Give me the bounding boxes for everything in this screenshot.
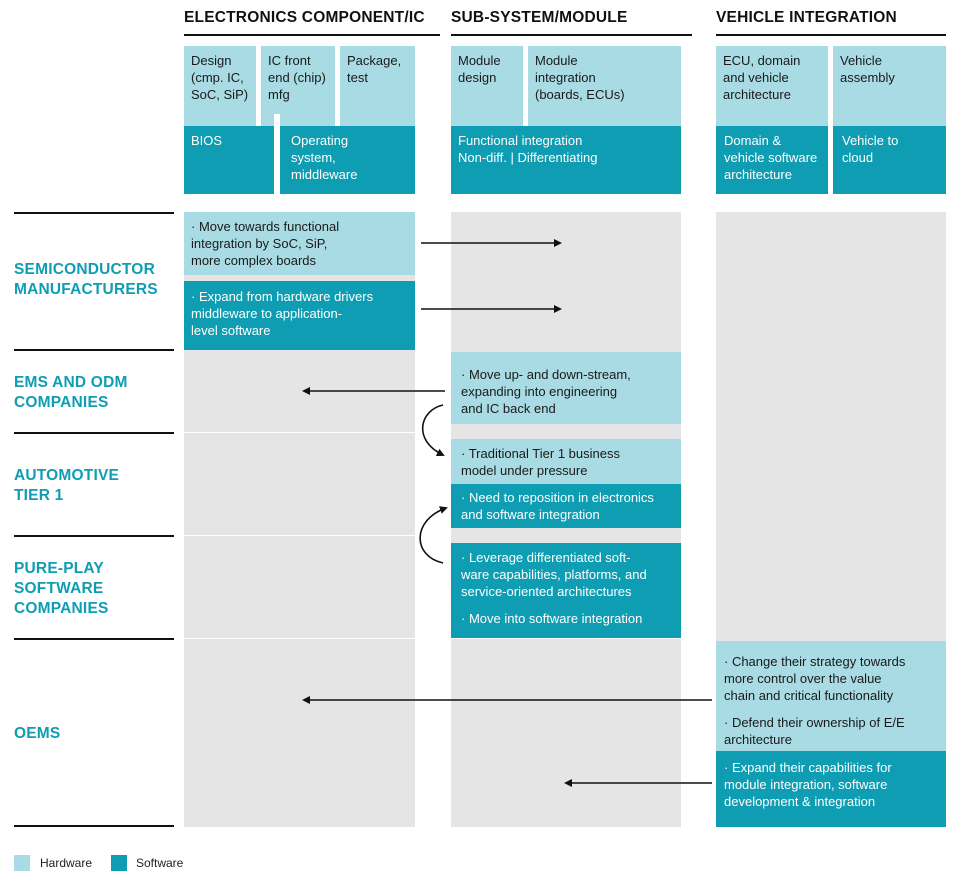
note-pureplay-software-2: · Move into software integration: [461, 611, 643, 626]
note-pureplay-software-1: · Leverage differentiated soft- ware cap…: [461, 550, 647, 599]
row-rule: [14, 349, 174, 351]
hardware-connector-gap: [335, 114, 340, 126]
row-label-ems-odm: EMS AND ODM COMPANIES: [14, 374, 128, 411]
row-separator: [451, 638, 681, 639]
note-oem-hardware-2: · Defend their ownership of E/E architec…: [724, 715, 905, 747]
column-title-electronics: ELECTRONICS COMPONENT/IC: [184, 9, 425, 26]
hardware-step-module-design: Module design: [451, 46, 523, 114]
hardware-connector-gap: [256, 114, 261, 126]
hardware-step-module-integration: Module integration (boards, ECUs): [528, 46, 681, 114]
software-step-bios: BIOS: [184, 126, 274, 194]
column-title-subsystem: SUB-SYSTEM/MODULE: [451, 9, 628, 26]
hardware-step-vehicle-assembly: Vehicle assembly: [833, 46, 946, 114]
column-rule-vehicle: [716, 34, 946, 36]
legend-software-swatch: [111, 855, 127, 871]
row-label-tier1: AUTOMOTIVE TIER 1: [14, 467, 120, 504]
legend-software-label: Software: [136, 856, 184, 870]
note-tier1-hardware: · Traditional Tier 1 business model unde…: [451, 439, 681, 484]
note-oem-software: · Expand their capabilities for module i…: [716, 751, 946, 827]
row-rule: [14, 432, 174, 434]
software-step-os-middleware: Operating system, middleware: [280, 126, 415, 194]
hardware-connector-gap: [274, 114, 280, 126]
row-separator: [184, 638, 415, 639]
hardware-connector-gap: [523, 114, 528, 126]
note-pureplay-software-box: [451, 543, 681, 638]
legend-hardware-swatch: [14, 855, 30, 871]
hardware-step-ic-front-end: IC front end (chip) mfg: [261, 46, 335, 114]
note-semiconductor-hardware: · Move towards functional integration by…: [184, 212, 415, 275]
column-rule-subsystem: [451, 34, 692, 36]
column-rule-electronics: [184, 34, 440, 36]
software-step-functional-integration: Functional integration Non-diff. | Diffe…: [451, 126, 681, 194]
curved-arrow-down-icon: [421, 404, 445, 456]
row-label-oems: OEMS: [14, 725, 61, 742]
row-rule: [14, 638, 174, 640]
hardware-connector-strip: [184, 114, 415, 126]
note-ems-hardware: · Move up- and down-stream, expanding in…: [451, 352, 681, 424]
hardware-step-design: Design (cmp. IC, SoC, SiP): [184, 46, 256, 114]
hardware-step-ecu-architecture: ECU, domain and vehicle architecture: [716, 46, 828, 114]
note-oem-hardware-box: [716, 641, 946, 751]
curved-arrow-up-icon: [419, 506, 448, 564]
row-rule: [14, 825, 174, 827]
hardware-step-package-test: Package, test: [340, 46, 415, 114]
row-label-pure-play: PURE-PLAY SOFTWARE COMPANIES: [14, 560, 109, 617]
legend-hardware-label: Hardware: [40, 856, 93, 870]
row-label-semiconductor: SEMICONDUCTOR MANUFACTURERS: [14, 261, 158, 298]
hardware-connector-gap: [828, 114, 833, 126]
note-semiconductor-software: · Expand from hardware drivers middlewar…: [184, 281, 415, 350]
row-separator: [184, 535, 415, 536]
row-rule: [14, 535, 174, 537]
note-oem-hardware-1: · Change their strategy towards more con…: [724, 654, 906, 703]
row-rule: [14, 212, 174, 214]
hardware-connector-strip: [451, 114, 681, 126]
row-separator: [184, 432, 415, 433]
software-step-vehicle-to-cloud: Vehicle to cloud: [833, 126, 946, 194]
note-tier1-software: · Need to reposition in electronics and …: [451, 484, 681, 528]
software-step-domain-architecture: Domain & vehicle software architecture: [716, 126, 828, 194]
column-title-vehicle: VEHICLE INTEGRATION: [716, 9, 897, 26]
